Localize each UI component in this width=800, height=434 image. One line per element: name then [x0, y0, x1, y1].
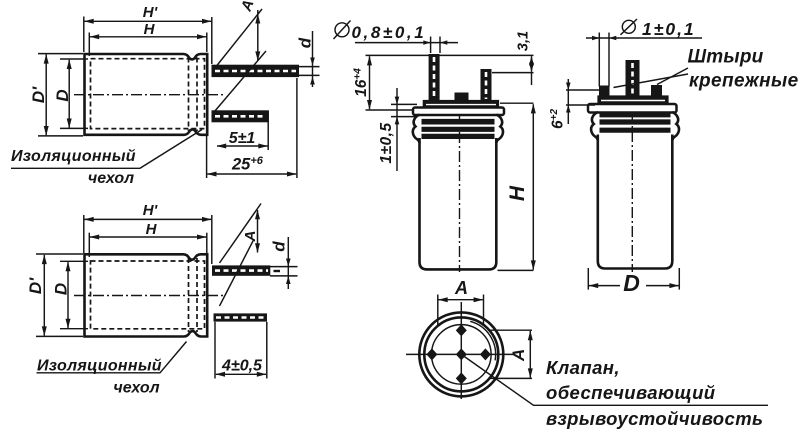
svg-text:D': D': [29, 86, 48, 103]
svg-text:взрывоустойчивость: взрывоустойчивость: [546, 408, 763, 429]
svg-text:H: H: [146, 221, 158, 238]
svg-text:A: A: [242, 231, 259, 243]
svg-text:крепежные: крепежные: [689, 71, 799, 92]
svg-text:D: D: [52, 283, 71, 295]
svg-text:1±0,1: 1±0,1: [642, 19, 696, 39]
svg-text:A: A: [238, 0, 258, 14]
svg-text:4±0,5: 4±0,5: [221, 358, 263, 375]
svg-text:A: A: [454, 278, 468, 298]
svg-text:чехол: чехол: [88, 170, 134, 187]
svg-text:d: d: [296, 37, 315, 48]
svg-text:A: A: [509, 349, 528, 362]
svg-text:D': D': [26, 277, 45, 294]
svg-text:Клапан,: Клапан,: [546, 357, 620, 378]
svg-text:d: d: [270, 241, 289, 252]
svg-text:D: D: [623, 270, 640, 296]
svg-text:25+6: 25+6: [231, 155, 264, 174]
svg-text:1±0,5: 1±0,5: [378, 122, 395, 163]
svg-text:H: H: [506, 185, 529, 201]
svg-text:H': H': [143, 4, 158, 21]
svg-text:чехол: чехол: [113, 380, 159, 397]
svg-text:0,8±0,1: 0,8±0,1: [352, 23, 427, 42]
svg-text:5±1: 5±1: [229, 130, 256, 147]
svg-text:Штыри: Штыри: [688, 47, 764, 68]
svg-text:Изоляционный: Изоляционный: [37, 358, 162, 375]
svg-text:H': H': [143, 202, 158, 219]
svg-text:16+4: 16+4: [353, 68, 371, 97]
svg-text:обеспечивающий: обеспечивающий: [546, 382, 716, 403]
svg-text:D: D: [53, 89, 72, 101]
svg-text:3,1: 3,1: [516, 31, 532, 51]
svg-text:H: H: [144, 21, 156, 38]
svg-text:6+2: 6+2: [549, 109, 567, 129]
svg-text:Изоляционный: Изоляционный: [11, 148, 136, 165]
